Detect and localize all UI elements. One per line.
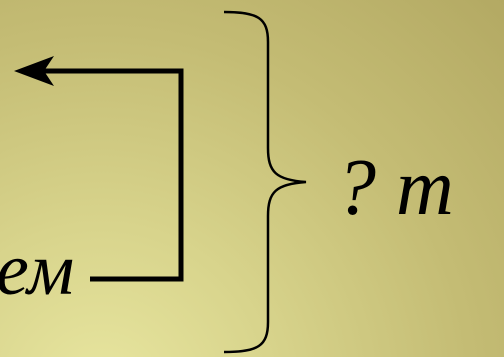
left-text-fragment: ем [0,229,75,311]
curly-brace [223,10,307,354]
arrowhead-left-icon [14,56,54,86]
connector-line [26,68,184,282]
question-text: ? m [336,144,454,232]
